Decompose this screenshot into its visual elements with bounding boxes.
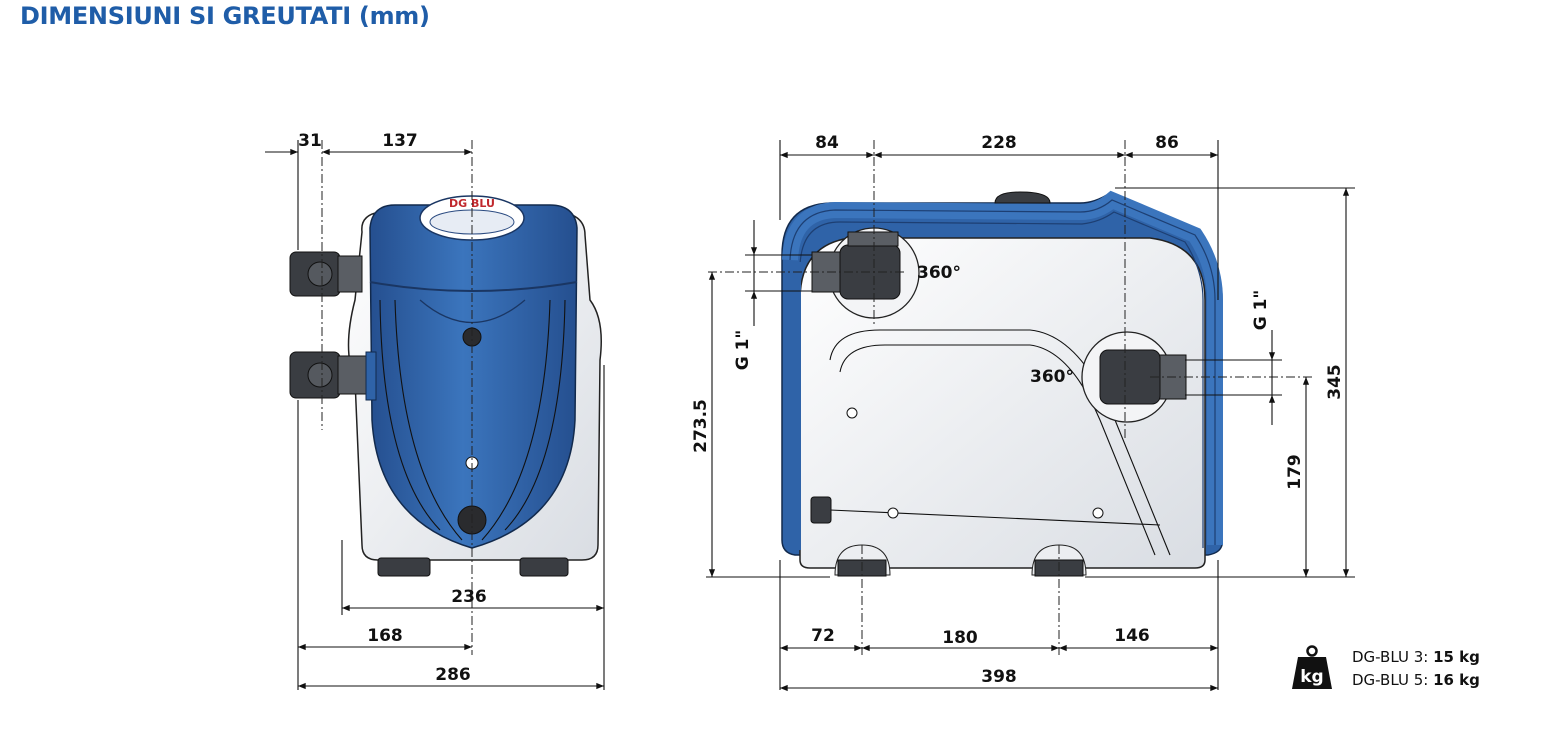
front-dim-top-right: 137 bbox=[382, 131, 418, 151]
front-connector-bottom bbox=[289, 351, 377, 401]
weight-row: DG-BLU 3: 15 kg bbox=[1352, 646, 1480, 669]
side-grey-body bbox=[799, 237, 1206, 569]
front-dim-overall: 286 bbox=[435, 665, 471, 685]
side-view: 360° 360° 84 228 86 273.5 G 1" bbox=[691, 133, 1355, 692]
side-dim-top-right: 86 bbox=[1155, 133, 1179, 153]
weight-model: DG-BLU 5: bbox=[1352, 671, 1434, 689]
front-foot-left bbox=[377, 557, 431, 577]
side-dim-overall-height: 345 bbox=[1325, 364, 1345, 400]
side-dim-thread-left: G 1" bbox=[733, 330, 753, 371]
front-dim-to-axis: 168 bbox=[367, 626, 403, 646]
weight-model: DG-BLU 3: bbox=[1352, 648, 1434, 666]
rotation-label-inlet: 360° bbox=[917, 263, 961, 283]
weight-value: 15 kg bbox=[1433, 648, 1480, 666]
side-outlet-connector bbox=[1081, 331, 1187, 423]
weight-icon-label: kg bbox=[1300, 667, 1323, 687]
front-connector-top bbox=[289, 251, 363, 297]
weight-icon: kg bbox=[1292, 645, 1332, 689]
side-dim-top-mid: 228 bbox=[981, 133, 1017, 153]
rotation-label-outlet: 360° bbox=[1030, 367, 1074, 387]
page-title: DIMENSIUNI SI GREUTATI (mm) bbox=[20, 2, 430, 30]
side-dim-bottom-mid: 180 bbox=[942, 628, 978, 648]
side-dim-outlet-height: 179 bbox=[1285, 454, 1305, 490]
weights-list: DG-BLU 3: 15 kg DG-BLU 5: 16 kg bbox=[1352, 646, 1480, 692]
side-dim-bottom-right: 146 bbox=[1114, 626, 1150, 646]
front-dim-body-width: 236 bbox=[451, 587, 487, 607]
side-dim-bottom-left: 72 bbox=[811, 626, 835, 646]
weight-value: 16 kg bbox=[1433, 671, 1480, 689]
front-foot-right bbox=[519, 557, 569, 577]
side-dim-overall-length: 398 bbox=[981, 667, 1017, 687]
side-dim-inlet-height: 273.5 bbox=[691, 399, 711, 453]
front-view: DG BLU 31 137 236 168 bbox=[265, 131, 605, 690]
side-dim-thread-right: G 1" bbox=[1251, 290, 1271, 331]
side-dim-top-left: 84 bbox=[815, 133, 839, 153]
weight-row: DG-BLU 5: 16 kg bbox=[1352, 669, 1480, 692]
front-dim-top-left: 31 bbox=[298, 131, 322, 151]
